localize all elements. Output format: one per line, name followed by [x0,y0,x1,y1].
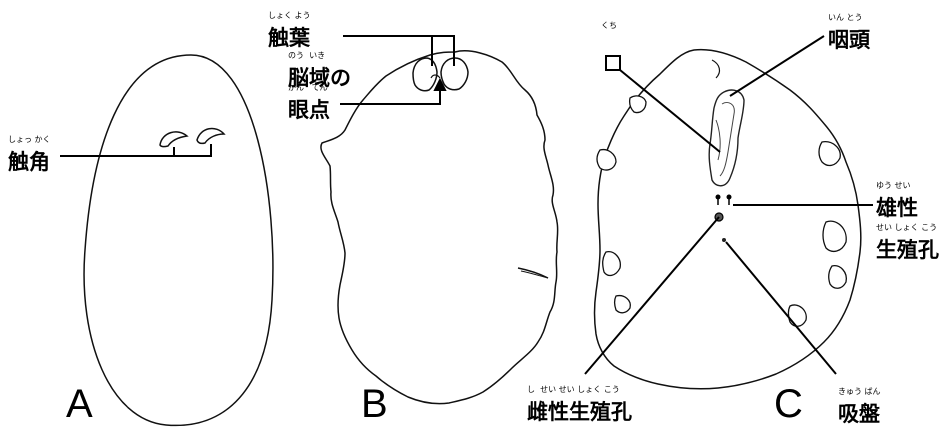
male-pore-ruby-1: ゆう せい [876,180,911,191]
mouth-label: くち 口 [601,32,622,62]
sucker-ruby: きゅう ばん [838,386,881,397]
male-pore-label-1: ゆう せい 雄性 [876,192,918,222]
pharynx-text: 咽頭 [828,28,870,52]
male-pore-text-2: 生殖孔 [876,238,939,262]
tentacles-a [160,128,224,146]
tentacle-ruby: しょっ かく [8,134,51,145]
brain-region-ruby: のう いき [288,50,325,61]
tentacle-leaf-ruby: しょく よう [268,10,311,21]
tentacle-leaf-label: しょく よう 触葉 [268,22,310,52]
panel-label-b: B [361,382,388,427]
male-pore-text-1: 雄性 [876,196,918,220]
eye-spot-label: がん てん 眼点 [288,94,330,124]
panel-label-c: C [774,382,803,427]
tentacle-leaf-text: 触葉 [268,26,310,50]
sucker-label: きゅう ばん 吸盤 [838,398,880,428]
tentacle-label: しょっ かく 触角 [8,146,50,176]
female-pore-ruby: し せい せい しょく こう [527,384,620,395]
sucker-text: 吸盤 [838,402,880,426]
mouth-ruby: くち [601,20,617,31]
panel-label-a: A [66,382,93,427]
tentacle-text: 触角 [8,150,50,174]
male-pore-ruby-2: せい しょく こう [876,222,937,233]
female-pore-text: 雌性生殖孔 [527,400,632,424]
male-pore-label-2: せい しょく こう 生殖孔 [876,234,939,264]
pharynx-label: いん とう 咽頭 [828,24,870,54]
eye-spot-text: 眼点 [288,98,330,122]
body-outline-a [84,55,273,425]
tentacle-leader [60,144,211,156]
female-pore-label: し せい せい しょく こう 雌性生殖孔 [527,396,632,426]
pharynx-shape [709,90,744,186]
pharynx-ruby: いん とう [828,12,863,23]
eye-spot-ruby: がん てん [288,82,328,93]
